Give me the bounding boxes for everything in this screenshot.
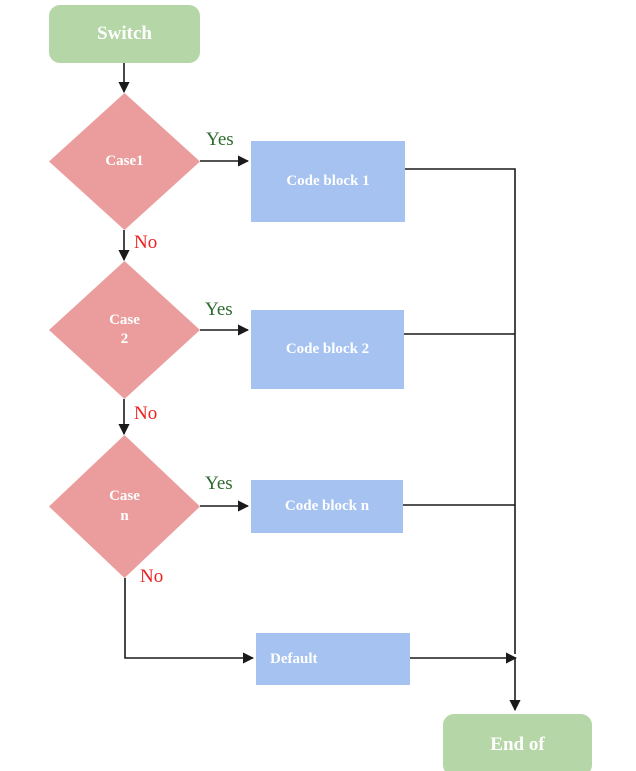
edge-casen-no-to-default — [124, 578, 255, 664]
node-case1-label: Case1 — [105, 152, 144, 169]
node-code-block-1[interactable]: Code block 1 — [251, 141, 405, 222]
node-case2[interactable]: Case 2 — [49, 261, 200, 399]
node-code-block-2[interactable]: Code block 2 — [251, 310, 404, 389]
node-code-block-2-label: Code block 2 — [285, 341, 370, 358]
node-code-block-n[interactable]: Code block n — [251, 480, 403, 533]
edge-block1-to-merge — [405, 168, 516, 654]
diamond-shape-casen — [49, 435, 200, 578]
node-casen-label: Case n — [109, 488, 140, 524]
node-default[interactable]: Default — [256, 633, 410, 685]
node-end[interactable]: End of — [443, 714, 592, 771]
edge-label-yes-case1: Yes — [206, 129, 234, 150]
diamond-shape-case1 — [49, 93, 200, 230]
node-switch[interactable]: Switch — [49, 5, 200, 63]
node-casen[interactable]: Case n — [49, 435, 200, 578]
edge-label-no-case2: No — [134, 403, 158, 424]
node-case1[interactable]: Case1 — [49, 93, 200, 230]
node-code-block-1-label: Code block 1 — [286, 173, 370, 190]
edge-label-yes-case2: Yes — [205, 299, 233, 320]
edge-label-no-case1: No — [134, 232, 158, 253]
edge-label-yes-casen: Yes — [205, 473, 233, 494]
node-switch-label: Switch — [97, 23, 152, 45]
node-default-label: Default — [270, 650, 318, 667]
node-end-label: End of — [490, 734, 545, 756]
node-case2-label: Case 2 — [109, 311, 140, 348]
edge-label-no-casen: No — [140, 566, 164, 587]
diamond-shape-case2 — [49, 261, 200, 399]
node-code-block-n-label: Code block n — [284, 498, 370, 515]
